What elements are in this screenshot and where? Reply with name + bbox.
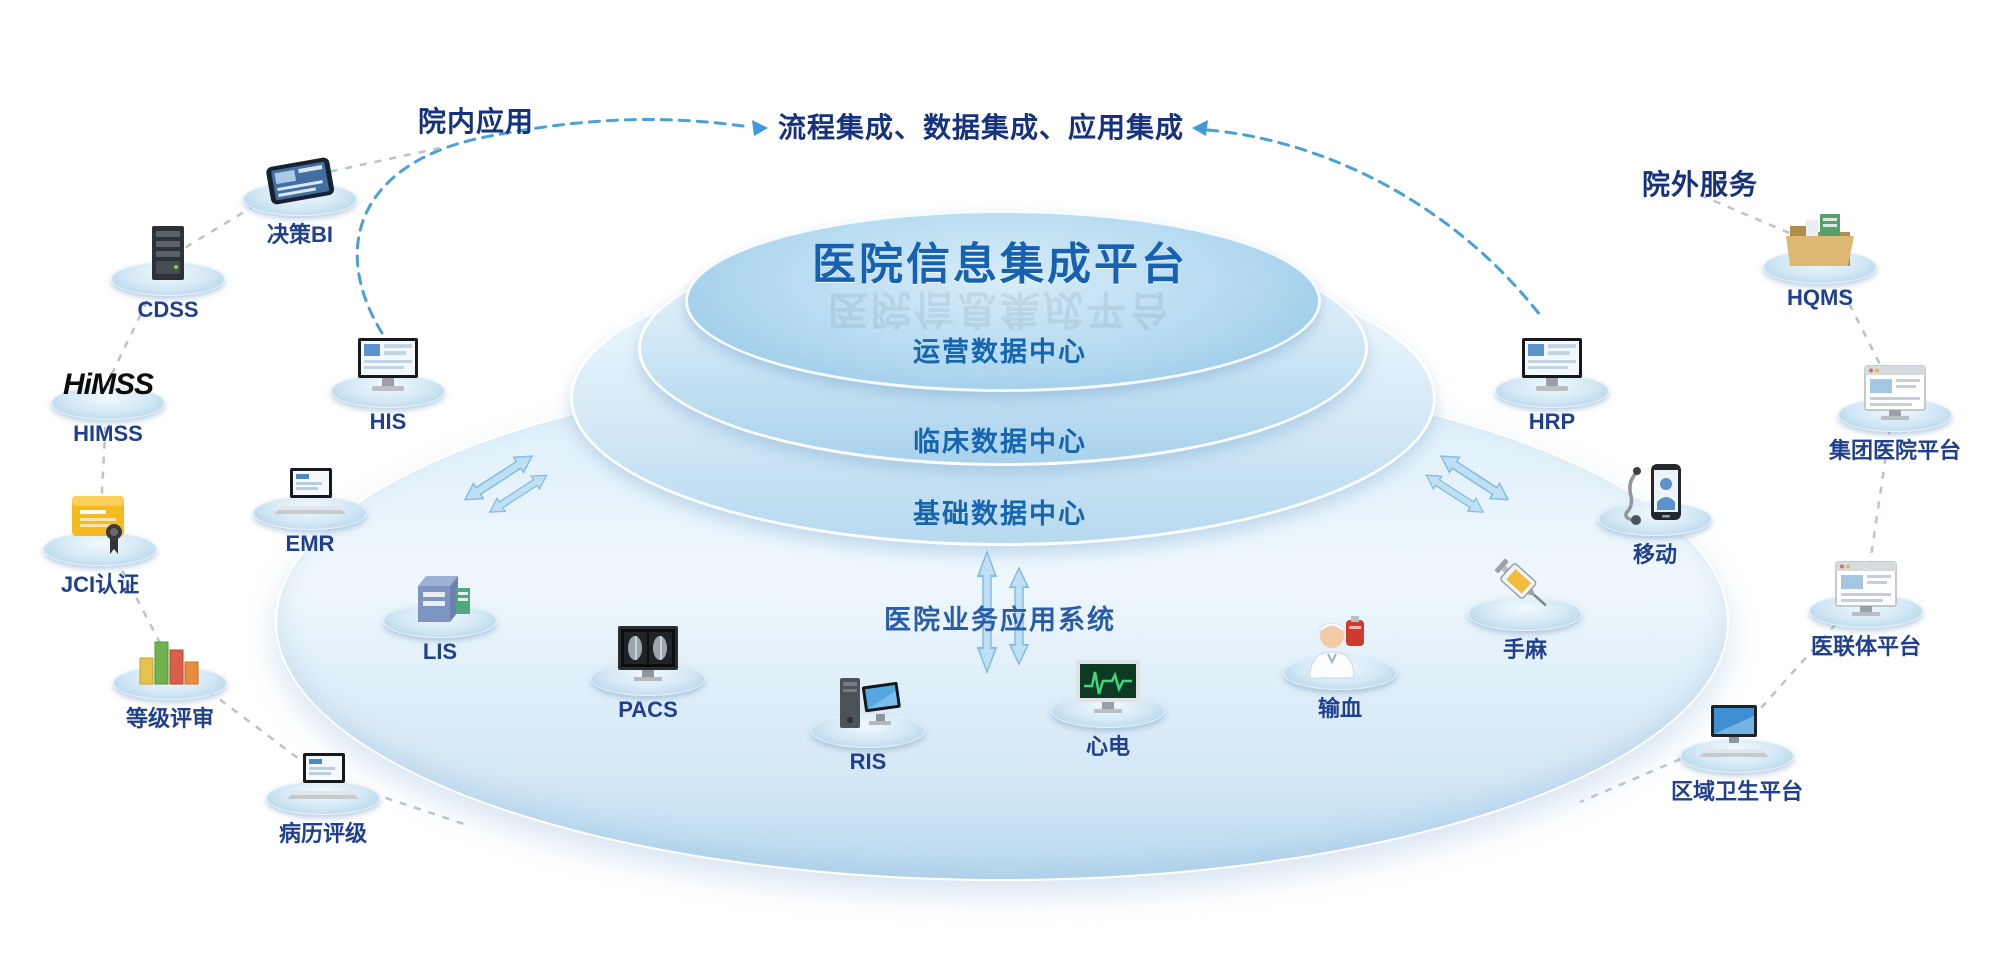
diagram-node: 决策BI [220, 126, 380, 249]
diagram-node: 移动 [1575, 446, 1735, 569]
node-label: 决策BI [266, 222, 333, 247]
node-label: 医联体平台 [1810, 634, 1921, 659]
pedestal-ellipse [51, 386, 165, 420]
diagram-node: HRP [1472, 318, 1632, 435]
diagram-node: HIS [308, 318, 468, 435]
node-label: LIS [422, 639, 458, 664]
outer-services-label: 院外服务 [1641, 169, 1758, 200]
diagram-node: 心电 [1028, 638, 1188, 761]
node-label: 区域卫生平台 [1670, 779, 1803, 804]
node-label: HQMS [1787, 285, 1853, 310]
nurse-icon [1298, 616, 1382, 682]
icon-wrap [245, 440, 375, 530]
icon-wrap [1043, 638, 1173, 728]
diagram-node: 医联体平台 [1786, 538, 1946, 661]
diagram-node: 手麻 [1445, 541, 1605, 664]
icon-wrap: HiMSS [43, 330, 173, 420]
diagram-node: HQMS [1740, 194, 1900, 311]
base-label: 医院业务应用系统 [884, 605, 1116, 635]
ecg-monitor-icon [1064, 656, 1152, 720]
icon-wrap [1487, 318, 1617, 408]
icon-wrap [1801, 538, 1931, 628]
icon-wrap [583, 606, 713, 696]
node-label: 心电 [1085, 734, 1130, 759]
laptop-icon [281, 749, 365, 807]
diagram-node: PACS [568, 606, 728, 723]
node-label: EMR [285, 531, 335, 556]
node-label: 移动 [1632, 542, 1677, 567]
icon-wrap [35, 476, 165, 566]
webpage-icon [1853, 362, 1937, 424]
diagram-node: 输血 [1260, 600, 1420, 723]
integration-arc-left [355, 118, 752, 350]
diagram-node: CDSS [88, 206, 248, 323]
desktop-icon [344, 336, 432, 400]
integration-arc-right [1206, 128, 1542, 317]
node-label: JCI认证 [60, 572, 140, 597]
icon-wrap [103, 206, 233, 296]
icon-wrap [375, 548, 505, 638]
icon-wrap [323, 318, 453, 408]
pedestal-ellipse [1468, 597, 1582, 631]
diagram-node: 病历评级 [243, 725, 403, 848]
arrowhead-left-icon [1192, 120, 1208, 136]
laptop-icon [268, 464, 352, 522]
node-label: HIMSS [73, 421, 143, 446]
icon-wrap [258, 725, 388, 815]
server-icon [128, 224, 208, 288]
node-label: 输血 [1317, 696, 1362, 721]
node-label: 手麻 [1502, 637, 1547, 662]
node-label: 等级评审 [125, 706, 214, 731]
icon-wrap [105, 610, 235, 700]
inner-apps-label: 院内应用 [417, 106, 534, 137]
syringe-icon [1485, 551, 1565, 623]
pedestal-ellipse [811, 714, 925, 748]
workstation-icon [824, 674, 912, 740]
node-label: HRP [1528, 409, 1576, 434]
node-label: 病历评级 [278, 821, 367, 846]
diagram-node: 集团医院平台 [1815, 342, 1975, 465]
phone-stethoscope-icon [1613, 462, 1697, 528]
icon-wrap [1830, 342, 1960, 432]
diagram-node: EMR [230, 440, 390, 557]
folder-icon [1776, 212, 1864, 276]
icon-wrap [1590, 446, 1720, 536]
icon-wrap [1460, 541, 1590, 631]
integration-label: 流程集成、数据集成、应用集成 [777, 112, 1184, 143]
node-label: 集团医院平台 [1828, 438, 1961, 463]
icon-wrap [1672, 683, 1802, 773]
cabinet-icon [398, 568, 482, 630]
platform-title: 医院信息集成平台 [812, 240, 1188, 289]
node-label: RIS [849, 749, 887, 774]
himss-logo-icon: HiMSS [62, 368, 154, 401]
layer-label-operations: 运营数据中心 [913, 337, 1087, 367]
icon-wrap [803, 658, 933, 748]
diagram-node: JCI认证 [20, 476, 180, 599]
layer-label-basic: 基础数据中心 [913, 499, 1087, 529]
computer-icon [1693, 703, 1781, 765]
node-label: HIS [369, 409, 407, 434]
tablet-icon [254, 146, 346, 208]
bar-chart-icon [130, 630, 210, 692]
diagram-node: 区域卫生平台 [1657, 683, 1817, 806]
diagram-node: 等级评审 [90, 610, 250, 733]
arrowhead-right-icon [752, 120, 768, 136]
platform-tier1-ellipse [685, 210, 1321, 392]
icon-wrap [1275, 600, 1405, 690]
icon-wrap [235, 126, 365, 216]
desktop-icon [1508, 336, 1596, 400]
icon-wrap [1755, 194, 1885, 284]
diagram-node: RIS [788, 658, 948, 775]
xray-icon [604, 624, 692, 688]
webpage-icon [1824, 558, 1908, 620]
certificate-icon [60, 490, 140, 558]
diagram-node: LIS [360, 548, 520, 665]
node-label: PACS [618, 697, 678, 722]
node-label: CDSS [137, 297, 199, 322]
diagram-node: HiMSS HIMSS [28, 330, 188, 447]
layer-label-clinical: 临床数据中心 [913, 427, 1087, 457]
